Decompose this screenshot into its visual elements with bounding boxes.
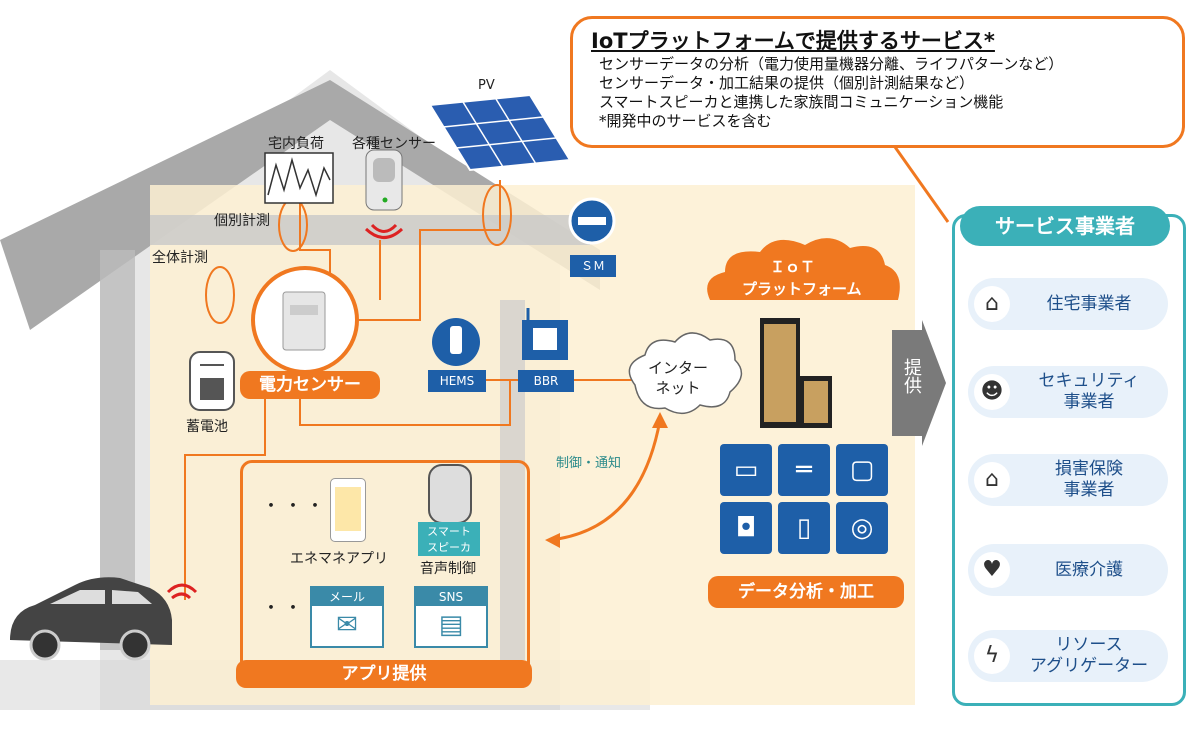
- total-measure-label: 全体計測: [152, 250, 208, 266]
- more-apps-dots: ・・・: [262, 598, 328, 619]
- service-item-medical: ♥ 医療介護: [968, 544, 1168, 596]
- power-sensor-label: 電力センサー: [240, 371, 380, 399]
- bbr-label: BBR: [518, 370, 574, 392]
- platform-title-line1: ＩｏＴ: [770, 258, 816, 276]
- right-wall: [500, 300, 525, 660]
- document-icon: ▤: [438, 610, 464, 640]
- mail-app-icon: メール ✉: [310, 586, 384, 648]
- service-item-label: 損害保険 事業者: [1055, 459, 1123, 500]
- battery-label: 蓄電池: [186, 419, 228, 435]
- smart-speaker-icon: [428, 464, 472, 524]
- lightning-icon: ϟ: [974, 638, 1010, 674]
- load-label: 宅内負荷: [268, 136, 324, 152]
- service-item-label: 医療介護: [1055, 559, 1123, 580]
- microwave-icon: ▭: [720, 444, 772, 496]
- security-guard-icon: ☻: [974, 374, 1010, 410]
- enemane-app-label: エネマネアプリ: [290, 551, 388, 567]
- phone-app-icon: [330, 478, 366, 542]
- rice-cooker-icon: ◘: [720, 502, 772, 554]
- service-providers-title: サービス事業者: [960, 206, 1170, 246]
- callout-title: IoTプラットフォームで提供するサービス*: [591, 29, 995, 53]
- sensors-label: 各種センサー: [352, 136, 436, 152]
- washing-machine-icon: ◎: [836, 502, 888, 554]
- car-signal-icon: [166, 583, 198, 600]
- callout-line: センサーデータの分析（電力使用量機器分離、ライフパターンなど）: [599, 55, 1064, 73]
- service-item-label: セキュリティ 事業者: [1038, 371, 1140, 412]
- environment-sensor: [364, 149, 404, 239]
- ct-sensors: [205, 184, 512, 324]
- internet-cloud: [628, 332, 743, 414]
- service-item-label: 住宅事業者: [1046, 293, 1132, 314]
- platform-title-line2: プラットフォーム: [742, 280, 862, 298]
- battery-device: [189, 351, 235, 411]
- more-apps-dots: ・・・: [262, 496, 328, 517]
- platform-services-callout: IoTプラットフォームで提供するサービス* センサーデータの分析（電力使用量機器…: [570, 16, 1185, 148]
- sns-label: SNS: [416, 588, 486, 606]
- hems-device-icon: [432, 318, 480, 366]
- bbr-router-icon: [522, 308, 568, 360]
- air-conditioner-icon: ═: [778, 444, 830, 496]
- service-item-insurance: ⌂ 損害保険 事業者: [968, 454, 1168, 506]
- internet-label: インター ネット: [648, 359, 709, 397]
- sns-app-icon: SNS ▤: [414, 586, 488, 648]
- service-item-security: ☻ セキュリティ 事業者: [968, 366, 1168, 418]
- pv-label: PV: [478, 78, 495, 93]
- sm-label: ＳＭ: [570, 255, 616, 277]
- mail-label: メール: [312, 588, 382, 606]
- wire-bus: [150, 215, 590, 245]
- television-icon: ▢: [836, 444, 888, 496]
- control-arrow: [545, 412, 668, 548]
- provide-label: 提供: [901, 358, 922, 394]
- app-provision-label: アプリ提供: [236, 660, 532, 688]
- service-item-label: リソース アグリゲーター: [1029, 635, 1149, 676]
- provide-arrow: [892, 320, 946, 446]
- server-racks: [760, 318, 832, 428]
- refrigerator-icon: ▯: [778, 502, 830, 554]
- heart-care-icon: ♥: [974, 552, 1010, 588]
- hems-label: HEMS: [428, 370, 486, 392]
- power-sensor-device: [251, 266, 359, 374]
- data-analysis-label: データ分析・加工: [708, 576, 904, 608]
- service-item-aggregator: ϟ リソース アグリゲーター: [968, 630, 1168, 682]
- car-icon: [10, 577, 172, 661]
- envelope-icon: ✉: [336, 610, 358, 640]
- pv-panel: [428, 93, 572, 172]
- control-notify-label: 制御・通知: [556, 456, 622, 471]
- house-icon: ⌂: [974, 286, 1010, 322]
- voice-control-label: 音声制御: [420, 561, 476, 577]
- load-graph: [264, 152, 334, 204]
- smart-speaker-label: スマート スピーカ: [418, 522, 480, 556]
- callout-line: *開発中のサービスを含む: [599, 112, 772, 130]
- callout-line: センサーデータ・加工結果の提供（個別計測結果など）: [599, 74, 975, 92]
- platform-cloud: [707, 238, 900, 300]
- damaged-house-icon: ⌂: [974, 462, 1010, 498]
- service-item-housing: ⌂ 住宅事業者: [968, 278, 1168, 330]
- individual-measure-label: 個別計測: [214, 213, 270, 229]
- smart-meter-icon: [568, 197, 616, 245]
- callout-line: スマートスピーカと連携した家族間コミュニケーション機能: [599, 93, 1004, 111]
